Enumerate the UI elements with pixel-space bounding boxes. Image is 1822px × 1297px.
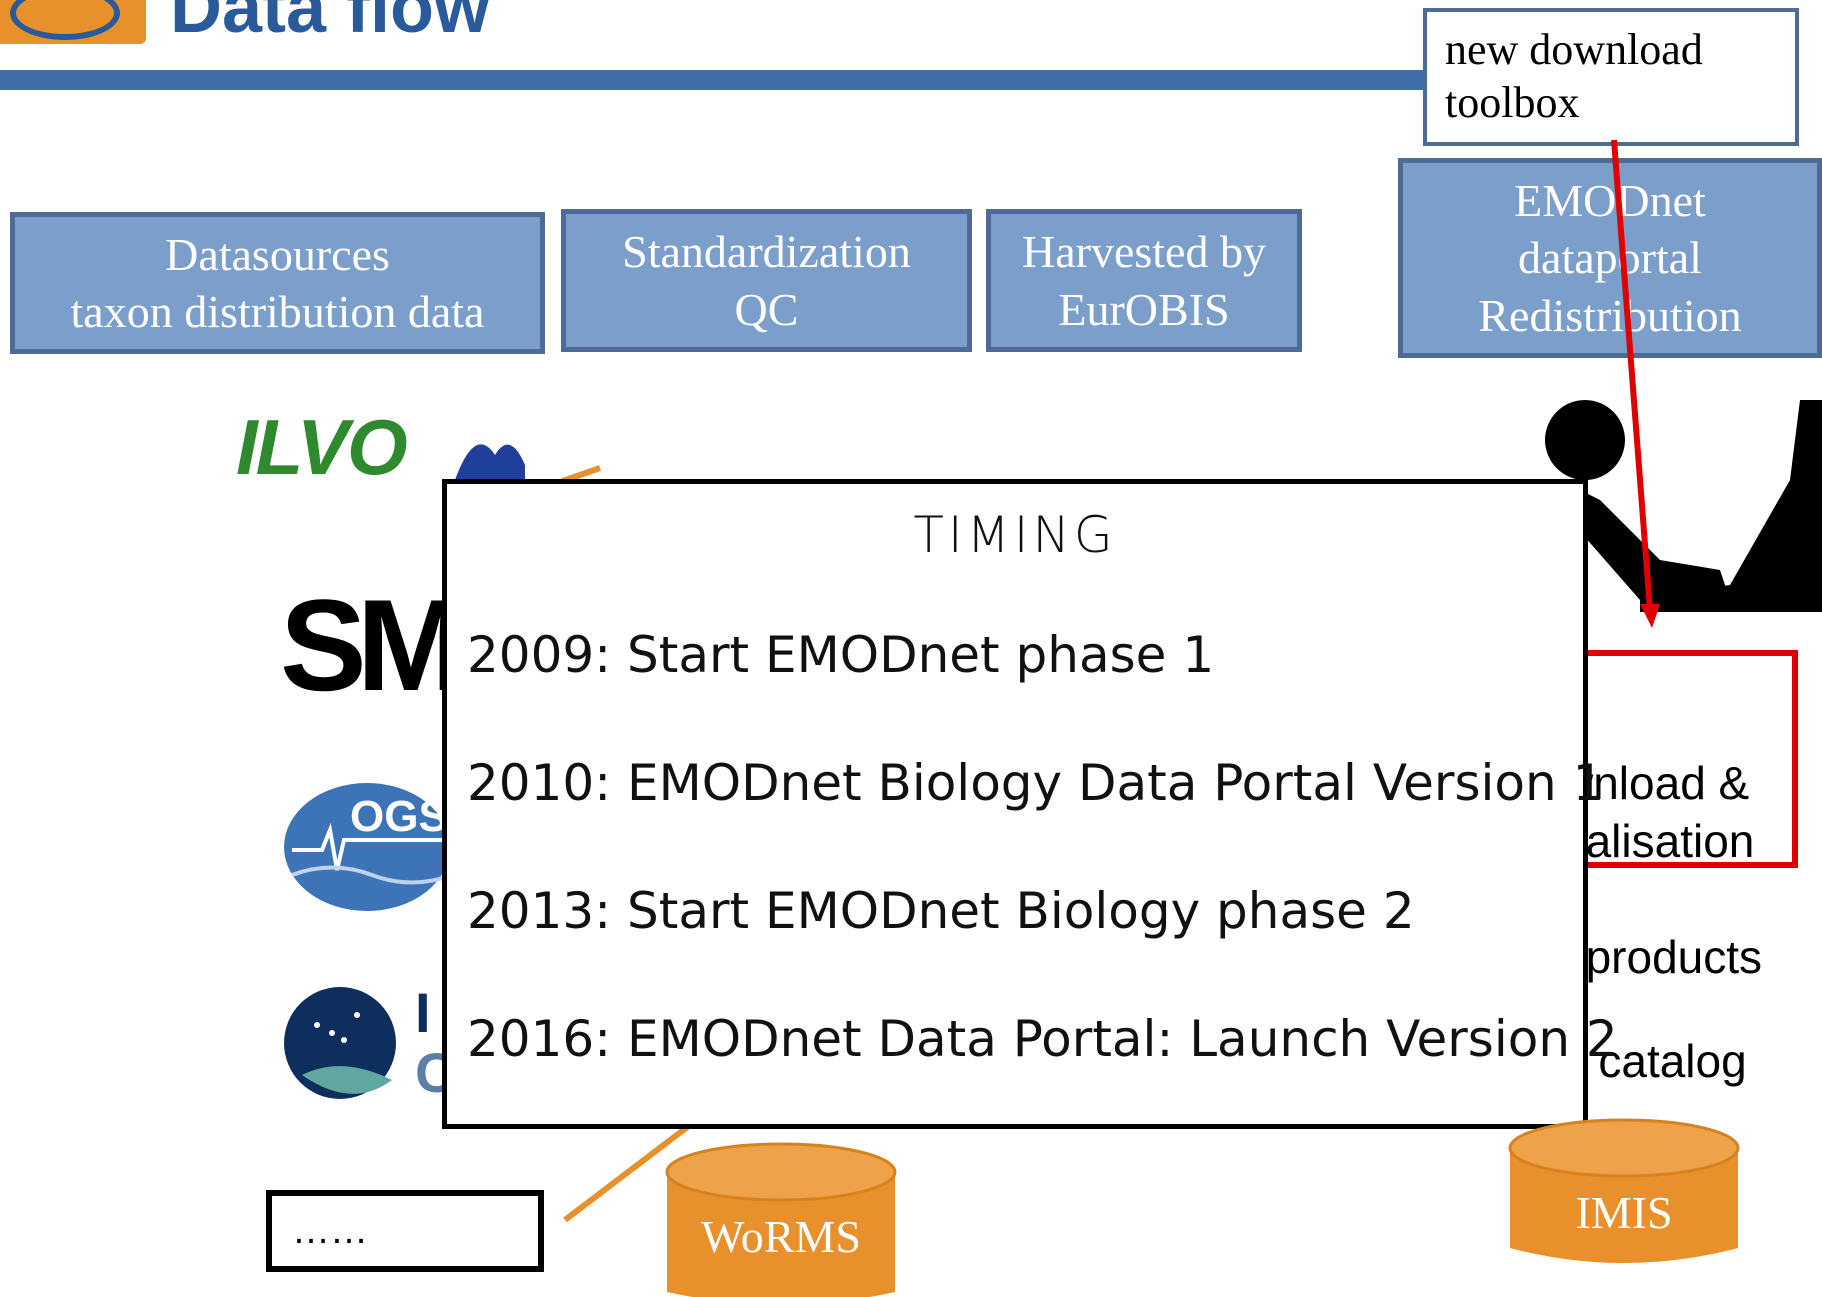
stage-line: EMODnet bbox=[1514, 174, 1706, 226]
timing-title: TIMING bbox=[913, 506, 1117, 564]
ogs-logo-text: OGS bbox=[350, 792, 448, 841]
new-download-toolbox-note: new download toolbox bbox=[1423, 8, 1799, 146]
person-at-desk-icon bbox=[1545, 400, 1822, 612]
right-panel-line: aproducts bbox=[1560, 931, 1763, 983]
right-panel-line: ualisation bbox=[1560, 815, 1755, 867]
worms-database-icon bbox=[665, 1142, 897, 1297]
stage-line: EurOBIS bbox=[1058, 283, 1230, 335]
imis-database-icon bbox=[1508, 1118, 1740, 1263]
note-line: toolbox bbox=[1445, 77, 1580, 127]
more-sources-box: …… bbox=[266, 1190, 544, 1272]
imis-label: IMIS bbox=[1575, 1187, 1673, 1238]
timing-box: TIMING 2009: Start EMODnet phase 1 2010:… bbox=[442, 479, 1618, 1129]
timing-item: 2010: EMODnet Biology Data Portal Versio… bbox=[467, 754, 1605, 812]
stage-standardization: Standardization QC bbox=[561, 209, 972, 352]
header-bar bbox=[0, 70, 1430, 90]
ilvo-wave-icon bbox=[455, 444, 525, 485]
logo-swirl-icon bbox=[10, 0, 120, 40]
stage-line: Standardization bbox=[622, 226, 911, 277]
ioc-logo-icon bbox=[284, 987, 396, 1099]
note-line: new download bbox=[1445, 25, 1703, 74]
connector-ellipsis-to-worms bbox=[563, 1122, 692, 1223]
smhi-logo: SM bbox=[280, 572, 465, 718]
ogs-logo-icon bbox=[284, 783, 452, 911]
ioc-logo-text-1: I bbox=[415, 981, 431, 1044]
stage-datasources: Datasources taxon distribution data bbox=[10, 212, 545, 354]
stage-line: taxon distribution data bbox=[70, 286, 485, 337]
right-panel-line: wnload & bbox=[1560, 757, 1750, 809]
stage-emodnet-dataportal: EMODnet dataportal Redistribution bbox=[1398, 158, 1822, 358]
stage-line: dataportal bbox=[1518, 232, 1702, 284]
timing-item: 2009: Start EMODnet phase 1 bbox=[467, 626, 1215, 684]
stage-line: Datasources bbox=[165, 228, 390, 280]
stage-line: Harvested by bbox=[1022, 226, 1266, 277]
timing-item: 2016: EMODnet Data Portal: Launch Versio… bbox=[467, 1010, 1618, 1068]
download-toolbox-arrow bbox=[1611, 139, 1653, 611]
page-title: Data flow bbox=[170, 0, 491, 48]
stage-line: Redistribution bbox=[1478, 289, 1742, 341]
stage-harvested: Harvested by EurOBIS bbox=[986, 209, 1302, 352]
stage-line: QC bbox=[734, 283, 799, 335]
arrow-head-icon bbox=[1640, 604, 1660, 628]
timing-item: 2013: Start EMODnet Biology phase 2 bbox=[467, 882, 1415, 940]
right-panel-line: a catalog bbox=[1560, 1035, 1747, 1087]
worms-label: WoRMS bbox=[701, 1211, 861, 1262]
ilvo-logo: ILVO bbox=[236, 403, 408, 491]
